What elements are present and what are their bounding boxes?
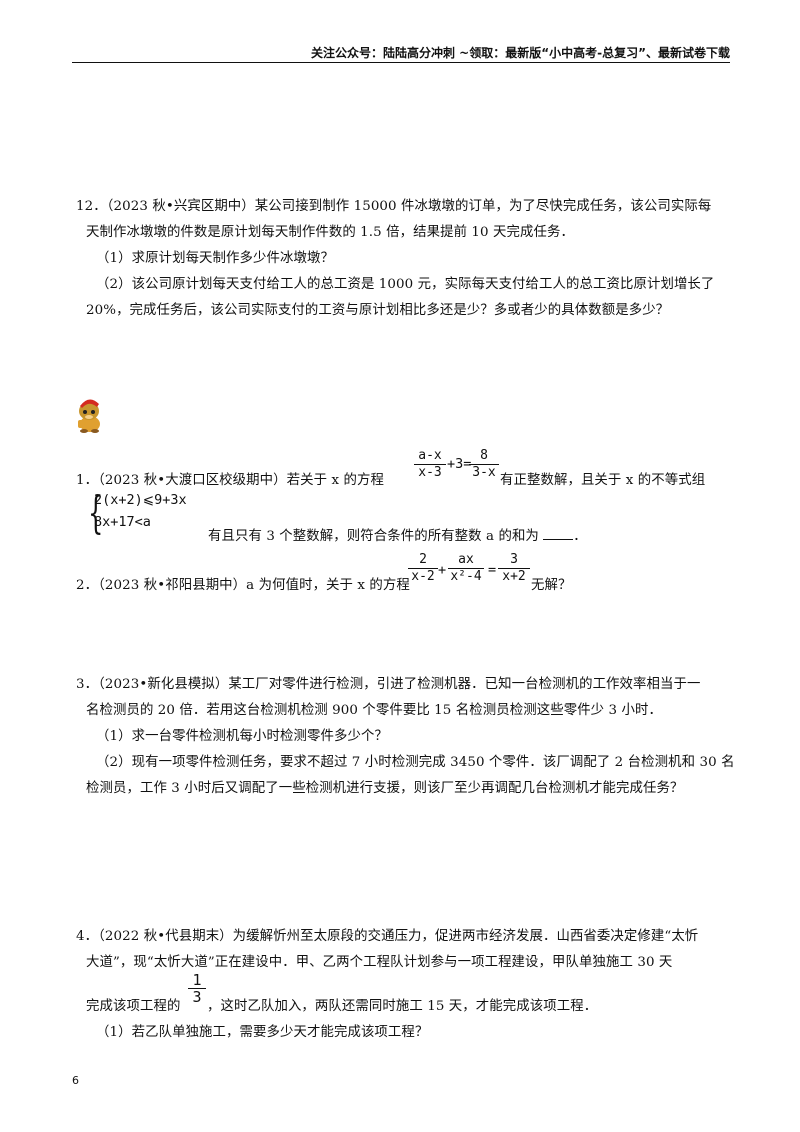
q4-line3a: 完成该项工程的 bbox=[86, 999, 181, 1014]
q1-fraction-2: 8 3-x bbox=[469, 448, 499, 481]
q12-part1: （1）求原计划每天制作多少件冰墩墩？ bbox=[96, 251, 334, 266]
q2-prefix: 2．（2023 秋•祁阳县期中）a 为何值时，关于 x 的方程 bbox=[76, 578, 410, 593]
q2-frac1-numerator: 2 bbox=[408, 552, 438, 569]
q1-frac2-denominator: 3-x bbox=[472, 465, 496, 480]
q2-frac2-denominator: x²-4 bbox=[450, 569, 482, 584]
q4-line1: 4．（2022 秋•代县期末）为缓解忻州至太原段的交通压力，促进两市经济发展．山… bbox=[76, 929, 699, 944]
q2-fraction-1: 2 x-2 bbox=[408, 552, 438, 585]
q2-frac2-numerator: ax bbox=[448, 552, 484, 569]
q2-plus: + bbox=[438, 562, 447, 578]
q1-prefix: 1．（2023 秋•大渡口区校级期中）若关于 x 的方程 bbox=[76, 473, 384, 488]
q1-suffix: 有正整数解，且关于 x 的不等式组 bbox=[500, 473, 706, 488]
q1-plus3: +3= bbox=[447, 456, 472, 472]
q3-part2a: （2）现有一项零件检测任务，要求不超过 7 小时检测完成 3450 个零件．该厂… bbox=[96, 755, 735, 770]
answer-blank bbox=[543, 527, 574, 540]
q12-part2b: 20%，完成任务后，该公司实际支付的工资与原计划相比多还是少？多或者少的具体数额… bbox=[86, 303, 670, 318]
q1-inequality-2: 8x+17<a bbox=[94, 514, 151, 530]
q4-frac-numerator: 1 bbox=[188, 972, 206, 989]
q2-fraction-3: 3 x+2 bbox=[498, 552, 530, 585]
q2-frac3-denominator: x+2 bbox=[502, 569, 526, 584]
q12-line2: 天制作冰墩墩的件数是原计划每天制作件数的 1.5 倍，结果提前 10 天完成任务… bbox=[86, 225, 574, 240]
q3-part2b: 检测员，工作 3 小时后又调配了一些检测机进行支援，则该厂至少再调配几台检测机才… bbox=[86, 781, 684, 796]
q12-line1: 12．（2023 秋•兴宾区期中）某公司接到制作 15000 件冰墩墩的订单，为… bbox=[76, 199, 712, 214]
q4-line2: 大道”，现“太忻大道”正在建设中．甲、乙两个工程队计划参与一项工程建设，甲队单独… bbox=[86, 955, 673, 970]
q1-tail: 有且只有 3 个整数解，则符合条件的所有整数 a 的和为 ． bbox=[208, 524, 587, 544]
q1-tail-end: ． bbox=[573, 529, 587, 544]
q1-frac1-numerator: a-x bbox=[414, 448, 446, 465]
q4-part1: （1）若乙队单独施工，需要多少天才能完成该项工程？ bbox=[96, 1025, 429, 1040]
page-number: 6 bbox=[72, 1074, 79, 1087]
q1-tail-text: 有且只有 3 个整数解，则符合条件的所有整数 a 的和为 bbox=[208, 529, 539, 544]
q4-line3b: ，这时乙队加入，两队还需同时施工 15 天，才能完成该项工程． bbox=[207, 999, 598, 1014]
q1-fraction-1: a-x x-3 bbox=[414, 448, 446, 481]
q12-part2a: （2）该公司原计划每天支付给工人的总工资是 1000 元，实际每天支付给工人的总… bbox=[96, 277, 715, 292]
q2-frac1-denominator: x-2 bbox=[411, 569, 435, 584]
q1-frac1-denominator: x-3 bbox=[418, 465, 442, 480]
header-rule bbox=[72, 62, 730, 63]
q3-line1: 3．（2023•新化县模拟）某工厂对零件进行检测，引进了检测机器．已知一台检测机… bbox=[76, 677, 701, 692]
q2-equals: = bbox=[488, 562, 497, 578]
q2-fraction-2: ax x²-4 bbox=[448, 552, 484, 585]
q3-part1: （1）求一台零件检测机每小时检测零件多少个？ bbox=[96, 729, 388, 744]
system-brace: { bbox=[88, 488, 104, 539]
q1-inequality-1: 2(x+2)⩽9+3x bbox=[94, 492, 187, 508]
q2-frac3-numerator: 3 bbox=[498, 552, 530, 569]
q4-frac-denominator: 3 bbox=[192, 988, 202, 1006]
mascot-icon bbox=[72, 394, 106, 434]
q3-line2: 名检测员的 20 倍．若用这台检测机检测 900 个零件要比 15 名检测员检测… bbox=[86, 703, 662, 718]
q1-frac2-numerator: 8 bbox=[469, 448, 499, 465]
q2-suffix: 无解？ bbox=[531, 578, 572, 593]
q4-fraction: 1 3 bbox=[188, 972, 206, 1005]
page-header: 关注公众号：陆陆高分冲刺 ~领取：最新版“小中高考-总复习”、最新试卷下载 bbox=[311, 46, 730, 60]
